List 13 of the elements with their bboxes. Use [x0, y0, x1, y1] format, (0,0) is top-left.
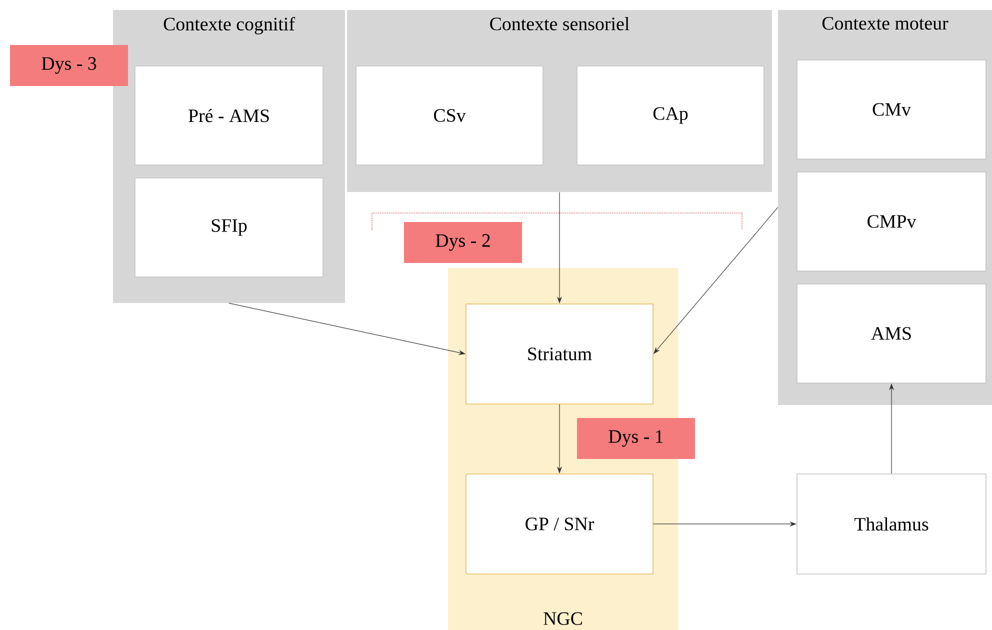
- region-box: GP / SNr: [466, 474, 654, 574]
- tag-label: Dys - 2: [404, 222, 522, 263]
- region-box: CMv: [796, 60, 986, 160]
- tag-label: Dys - 3: [10, 45, 128, 86]
- tag-label: Dys - 1: [577, 418, 695, 459]
- region-box: AMS: [796, 284, 986, 384]
- region-box: SFIp: [134, 178, 324, 278]
- region-box: Thalamus: [796, 474, 986, 574]
- region-box: CSv: [356, 66, 544, 166]
- region-box: CMPv: [796, 172, 986, 272]
- region-box: Pré - AMS: [134, 66, 324, 166]
- region-box: Striatum: [466, 304, 654, 404]
- region-box: CAp: [576, 66, 764, 166]
